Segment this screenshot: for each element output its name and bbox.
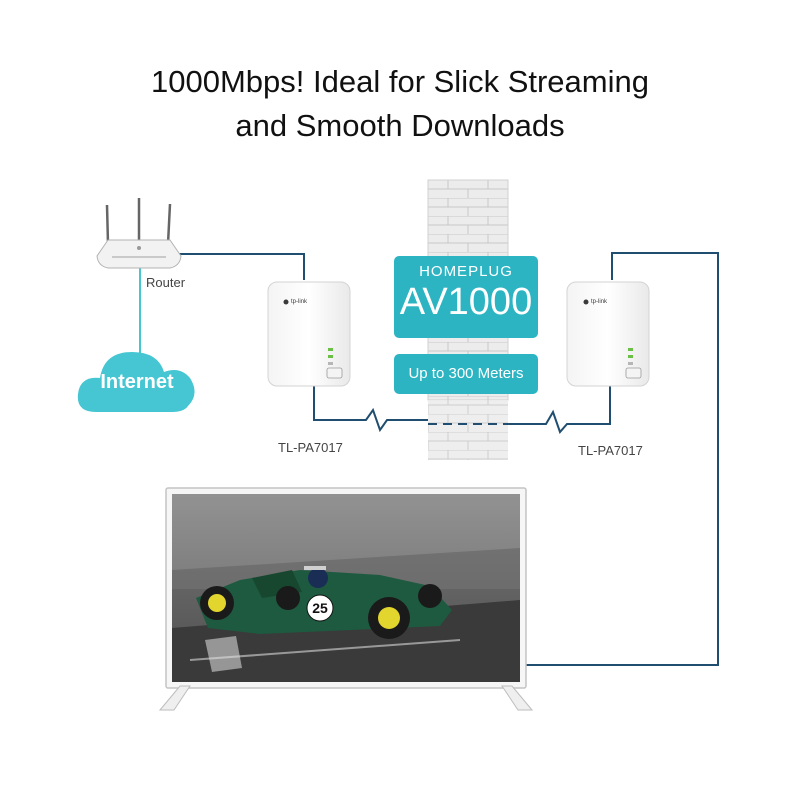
internet-label: Internet [100, 371, 174, 393]
headline-line-2: and Smooth Downloads [235, 108, 565, 143]
powerline-left [313, 385, 428, 433]
router-to-adapter-line [178, 253, 305, 280]
powerline-right [508, 385, 611, 434]
cloud-icon [77, 352, 195, 412]
adapter-left-brand: tp-link [291, 299, 308, 305]
adapter-to-tv-line [524, 252, 719, 666]
router-label: Router [146, 275, 186, 290]
homeplug-title: HOMEPLUG [419, 263, 513, 280]
router-icon [96, 198, 182, 269]
homeplug-standard: AV1000 [399, 281, 533, 323]
headline: 1000Mbps! Ideal for Slick Streaming and … [0, 60, 800, 148]
race-car-photo: 25 [172, 494, 520, 682]
adapter-left-icon [267, 281, 351, 387]
adapter-right-brand: tp-link [591, 299, 608, 305]
headline-line-1: 1000Mbps! Ideal for Slick Streaming [151, 64, 649, 99]
adapter-right-label: TL-PA7017 [578, 443, 643, 458]
car-number: 25 [312, 600, 328, 616]
network-lines [178, 252, 719, 666]
adapter-left-label: TL-PA7017 [278, 440, 343, 455]
adapter-right-icon [566, 281, 650, 387]
range-badge: Up to 300 Meters [394, 354, 538, 394]
homeplug-badge: HOMEPLUG AV1000 [394, 256, 538, 338]
